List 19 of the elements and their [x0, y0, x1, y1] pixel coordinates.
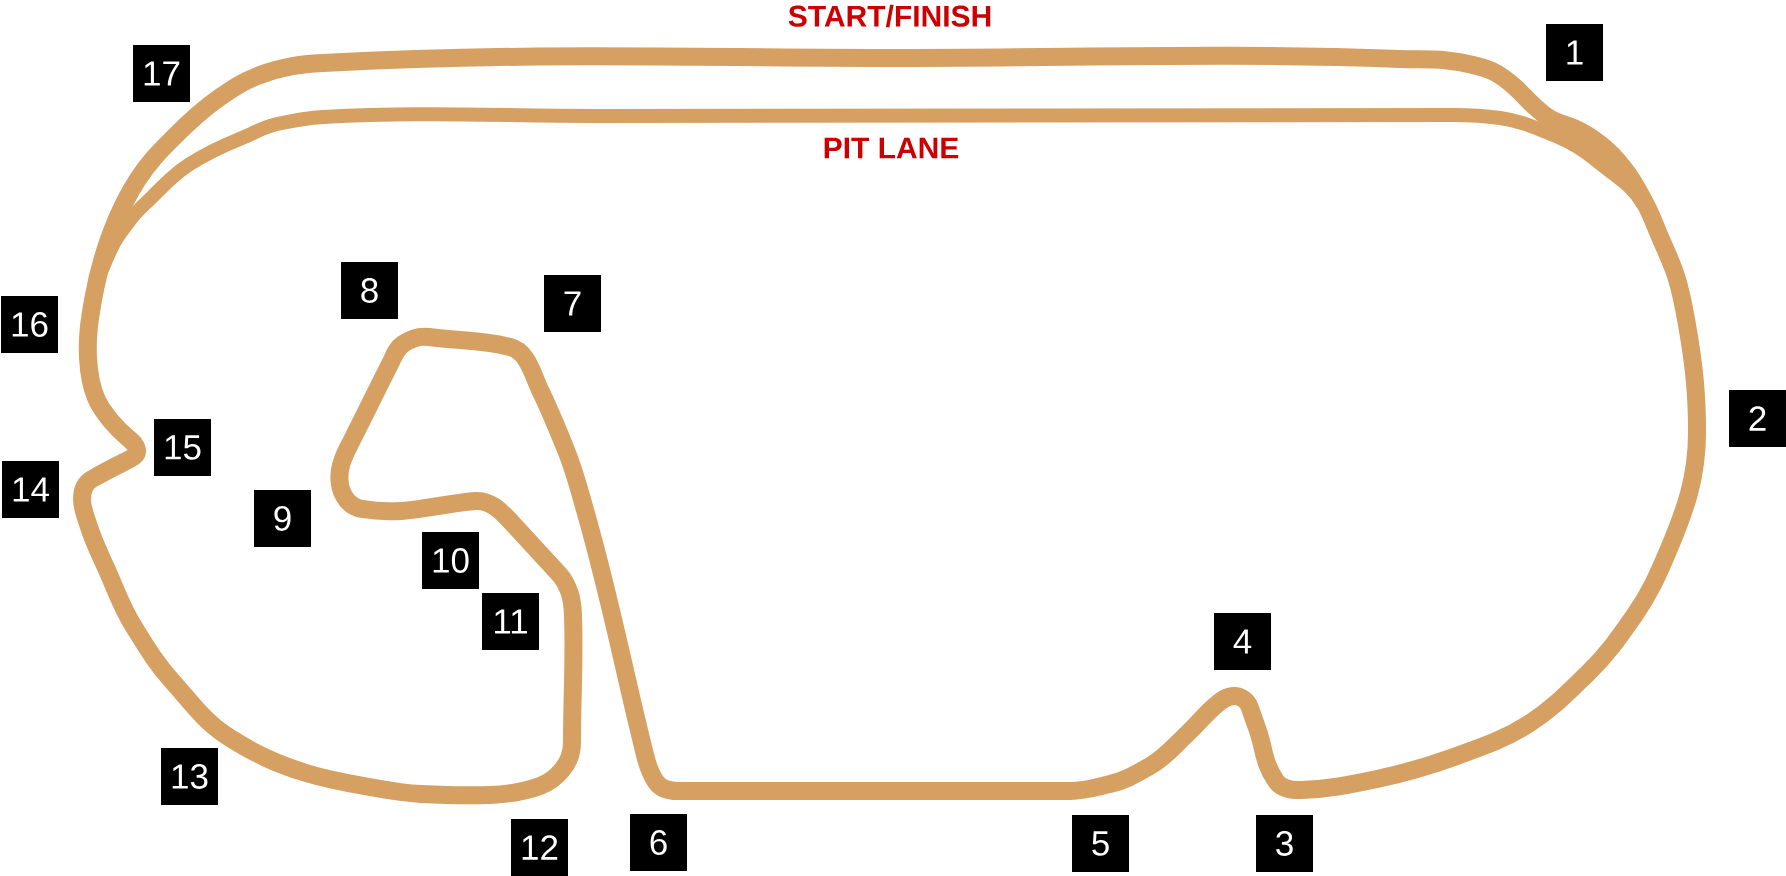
turn-number: 7	[544, 275, 601, 332]
turn-number: 10	[422, 532, 479, 589]
turn-number: 12	[511, 819, 568, 876]
turn-number: 4	[1214, 613, 1271, 670]
turn-number: 15	[154, 419, 211, 476]
turn-number: 2	[1729, 390, 1786, 447]
turn-number: 9	[254, 490, 311, 547]
turn-number: 3	[1256, 815, 1313, 872]
turn-number: 16	[1, 296, 58, 353]
track-label: START/FINISH	[788, 4, 991, 28]
turn-number: 5	[1072, 815, 1129, 872]
turn-number: 8	[341, 262, 398, 319]
turn-number: 14	[2, 461, 59, 518]
turn-number: 6	[630, 814, 687, 871]
turn-number: 13	[161, 748, 218, 805]
turn-number: 1	[1546, 24, 1603, 81]
turn-number: 17	[133, 45, 190, 102]
turn-number: 11	[482, 593, 539, 650]
track-label: PIT LANE	[824, 137, 959, 159]
